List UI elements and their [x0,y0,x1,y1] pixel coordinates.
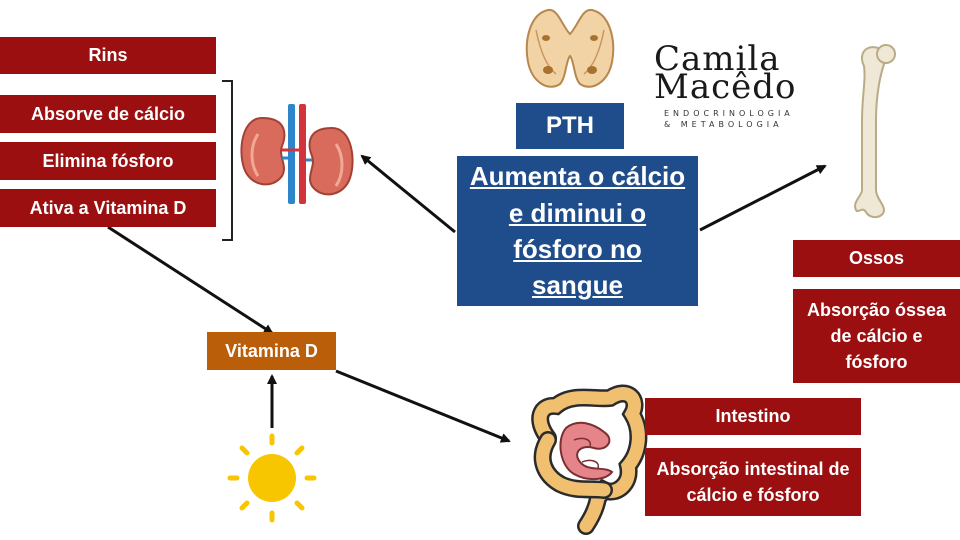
intestine-description: Absorção intestinal de cálcio e fósforo [645,448,861,516]
bone-description: Absorção óssea de cálcio e fósforo [793,289,960,383]
pth-description: Aumenta o cálcio e diminui o fósforo no … [457,156,698,306]
logo-line-1: Camila [654,39,781,79]
arrow-pth-to-kidney [360,154,456,234]
sun-icon [227,433,317,523]
vitamin-d-box: Vitamina D [207,332,336,370]
arrow-vitamin-d-to-intestine [335,369,511,443]
intestine-icon [531,384,648,535]
kidney-icon [240,104,354,204]
kidney-item: Absorve de cálcio [0,95,216,133]
kidney-item: Ativa a Vitamina D [0,189,216,227]
arrow-pth-to-bone [699,164,827,232]
kidney-item: Elimina fósforo [0,142,216,180]
kidney-bracket [222,80,233,241]
bone-title: Ossos [793,240,960,277]
intestine-title: Intestino [645,398,861,435]
kidney-title: Rins [0,37,216,74]
pth-label: PTH [516,103,624,149]
bone-icon [854,44,896,218]
arrow-kidney-to-vitamin-d [107,225,274,335]
logo-subtitle-2: & METABOLOGIA [664,120,783,129]
logo-subtitle-1: ENDOCRINOLOGIA [664,109,794,118]
thyroid-icon [525,8,615,88]
logo-line-2: Macêdo [654,67,797,107]
